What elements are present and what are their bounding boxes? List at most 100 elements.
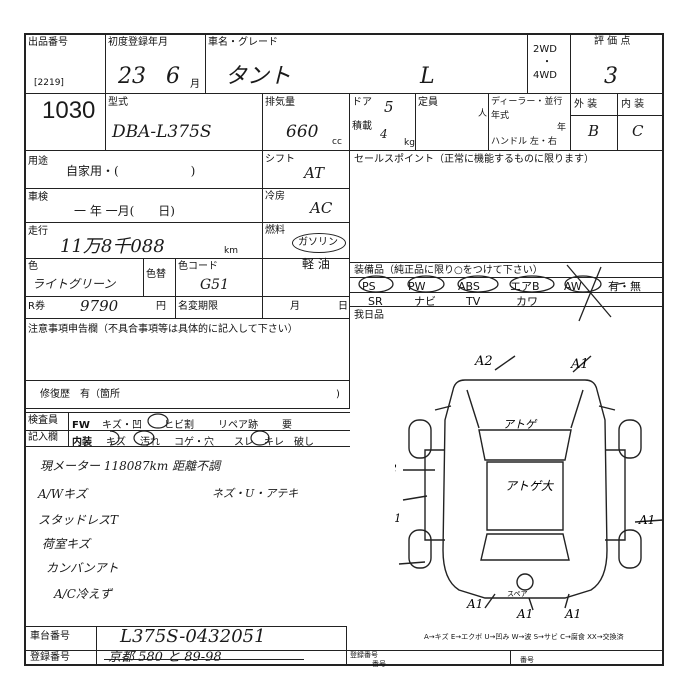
registration-number-label: 登録番号 <box>30 652 70 663</box>
mark-windshield: アトゲ <box>503 418 538 431</box>
sheet-frame <box>24 33 664 666</box>
legend-torn: 破し <box>294 437 314 448</box>
car-grade: L <box>420 64 435 89</box>
color-code-label: 色コード <box>178 261 218 272</box>
dealer-label: ディーラー・並行 <box>491 97 563 107</box>
note-sign-mark: カンバンアト <box>46 561 119 575</box>
exterior-score: B <box>588 122 600 140</box>
mileage-value: 11万8千088 <box>60 236 165 257</box>
color-label: 色 <box>28 261 38 272</box>
divider <box>570 33 571 150</box>
equip-leather: カワ <box>516 295 538 308</box>
record-label: 記入欄 <box>28 432 58 443</box>
mark-a1-rear-3: A1 <box>564 607 581 620</box>
km-unit: km <box>224 246 238 256</box>
divider <box>24 318 350 319</box>
equip-yes-no: 有・無 <box>608 280 641 293</box>
divider <box>349 292 664 293</box>
legend-crack: ヒビ割 <box>164 420 194 431</box>
shift-value: AT <box>304 164 325 182</box>
mark-a1-left: A1 <box>395 549 397 563</box>
divider <box>349 306 664 307</box>
equip-aw: AW <box>564 280 582 293</box>
mark-a2-front: A2 <box>474 354 493 369</box>
issuer-sub-1: 番号 <box>372 660 386 668</box>
model-value: DBA-L375S <box>112 122 212 142</box>
year-label: 年式 <box>491 111 510 121</box>
divider <box>527 33 528 93</box>
spare-caption: スペア <box>507 590 528 598</box>
model-label: 型式 <box>108 97 128 108</box>
divider <box>96 626 97 666</box>
divider <box>415 93 416 150</box>
notes-label: 注意事項申告欄（不具合事項等は具体的に記入して下さい） <box>28 324 298 335</box>
equip-sr: SR <box>368 295 383 308</box>
ac-value: AC <box>310 199 333 217</box>
car-name: タント <box>225 64 292 89</box>
divider <box>24 150 664 151</box>
note-luggage: 荷室キズ <box>42 537 91 551</box>
legend-burn: コゲ・穴 <box>174 437 214 448</box>
inspector-label: 検査員 <box>28 415 58 426</box>
recycle-label: R券 <box>28 301 45 312</box>
mark-roof: アトゲ大 <box>505 479 554 493</box>
divider <box>24 626 346 627</box>
recycle-value: 9790 <box>80 297 119 315</box>
divider <box>349 262 664 263</box>
equip-navi: ナビ <box>414 295 436 308</box>
divider <box>175 258 176 318</box>
chassis-number: L375S-0432051 <box>120 626 266 647</box>
ac-label: 冷房 <box>265 191 285 202</box>
mark-a1-right: A1 <box>638 513 655 527</box>
divider <box>262 222 350 223</box>
year-unit: 年 <box>557 123 567 133</box>
fuel-diesel: 軽 油 <box>302 257 330 271</box>
equipment-marks <box>358 264 626 322</box>
note-studless: スタッドレスT <box>38 513 119 527</box>
mark-a1-front: A1 <box>570 357 589 372</box>
first-registration-label: 初度登録年月 <box>108 37 168 48</box>
fuel-label: 燃料 <box>265 225 285 236</box>
divider <box>24 93 664 94</box>
interior-label: 内 装 <box>621 99 645 110</box>
divider <box>262 188 350 189</box>
issuer-sub-2: 番号 <box>520 656 534 664</box>
name-change-day: 日 <box>338 301 348 312</box>
divider <box>488 93 489 150</box>
capacity-label: 定員 <box>418 97 438 108</box>
divider <box>143 258 144 296</box>
legend-dirt: 汚れ <box>140 437 160 448</box>
lot-number-label: 出品番号 <box>28 37 68 48</box>
legend-wear: スレ <box>234 437 254 448</box>
divider <box>24 430 350 431</box>
name-change-label: 名変期限 <box>178 301 218 312</box>
note-misc: ネズ・U・アテキ <box>212 487 299 500</box>
color-value: ライトグリーン <box>32 277 116 291</box>
score-value: 3 <box>604 64 618 89</box>
legend-repair: リペア跡 <box>218 420 258 431</box>
legend-circles <box>110 413 270 446</box>
yen-unit: 円 <box>156 301 166 312</box>
legend-required: 要 <box>282 420 292 431</box>
displacement-value: 660 <box>286 122 319 142</box>
mark-u1-side: U1 <box>395 512 401 525</box>
shaken-value: 一 年 一月( 日) <box>74 204 175 218</box>
exterior-label: 外 装 <box>574 99 598 110</box>
divider <box>349 150 350 408</box>
divider <box>24 258 350 259</box>
drive-4wd: 4WD <box>533 70 557 81</box>
divider <box>68 412 69 446</box>
color-change-label: 色替 <box>146 269 166 280</box>
door-value: 5 <box>384 98 394 116</box>
equip-tv: TV <box>466 295 481 308</box>
capacity-value: 4 <box>380 127 388 141</box>
interior-score: C <box>632 122 644 140</box>
divider <box>24 446 350 447</box>
capacity-unit: 人 <box>478 109 488 119</box>
divider <box>205 33 206 93</box>
divider <box>346 626 347 666</box>
sales-point-label: セールスポイント（正常に機能するものに限ります） <box>354 154 594 165</box>
drive-2wd: 2WD <box>533 44 557 55</box>
mark-ua2: UA2 <box>395 462 397 475</box>
